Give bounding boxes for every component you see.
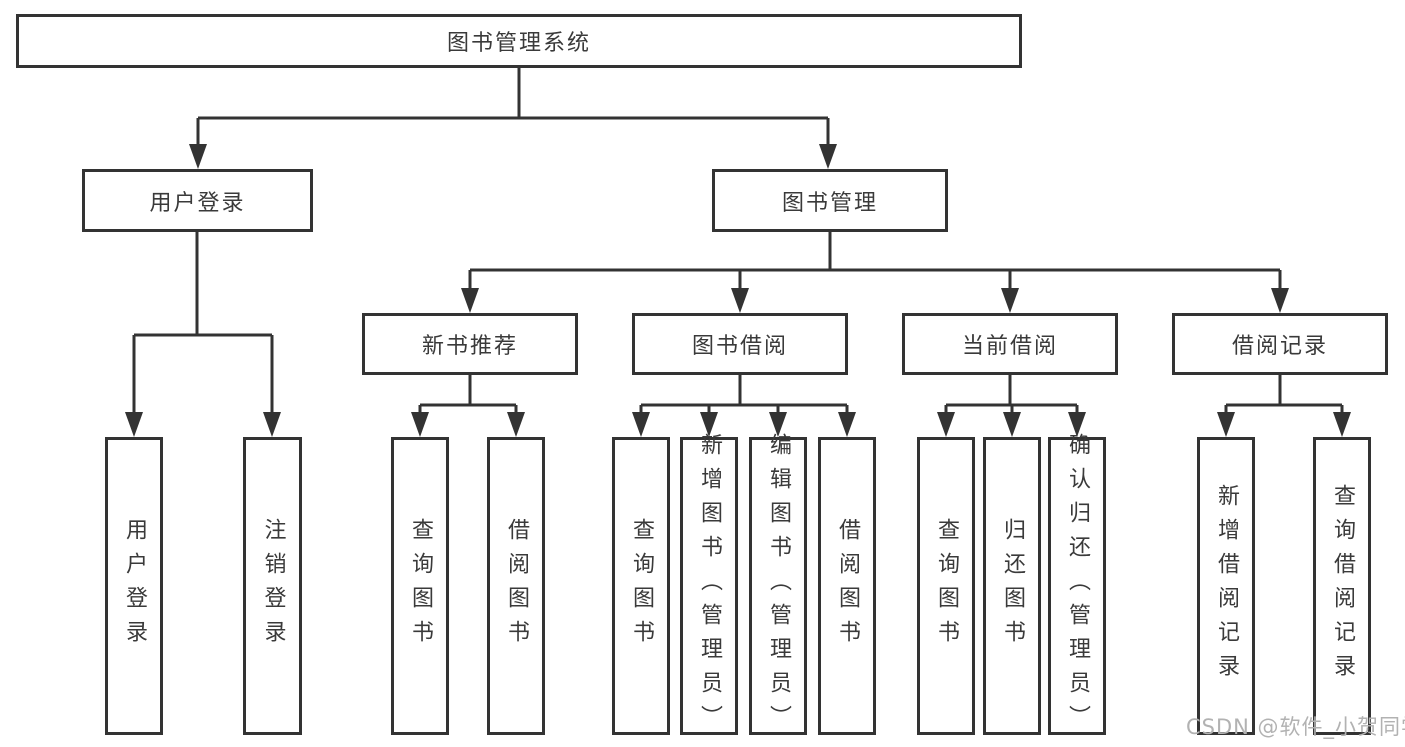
node-current-borrow-label: 当前借阅 [961, 334, 1058, 359]
leaf-borrow-books-2: 借阅图书 [818, 437, 876, 735]
node-book-borrow: 图书借阅 [632, 313, 848, 375]
leaf-edit-book-admin: 编辑图书（管理员） [749, 433, 807, 739]
leaf-query-borrow-record: 查询借阅记录 [1313, 437, 1371, 735]
leaf-confirm-return-admin: 确认归还（管理员） [1048, 433, 1106, 739]
leaf-query-books-2: 查询图书 [612, 437, 670, 735]
leaf-add-borrow-record: 新增借阅记录 [1197, 437, 1255, 735]
leaf-edit-book-admin-label: 编辑图书（管理员） [766, 433, 791, 739]
leaf-add-borrow-record-label: 新增借阅记录 [1214, 484, 1239, 688]
leaf-return-book-label: 归还图书 [1000, 518, 1025, 654]
node-book-management-label: 图书管理 [781, 190, 878, 216]
leaf-query-books-2-label: 查询图书 [629, 518, 654, 654]
node-root: 图书管理系统 [16, 14, 1022, 68]
node-user-login-label: 用户登录 [149, 190, 246, 216]
leaf-return-book: 归还图书 [983, 437, 1041, 735]
leaf-user-login: 用户登录 [105, 437, 163, 735]
leaf-add-book-admin: 新增图书（管理员） [680, 433, 738, 739]
leaf-add-book-admin-label: 新增图书（管理员） [697, 433, 722, 739]
leaf-query-books-1-label: 查询图书 [408, 518, 433, 654]
node-new-book-recommend-label: 新书推荐 [421, 334, 518, 359]
node-book-borrow-label: 图书借阅 [691, 334, 788, 359]
leaf-borrow-books-1-label: 借阅图书 [504, 518, 529, 654]
node-current-borrow: 当前借阅 [902, 313, 1118, 375]
node-borrow-records-label: 借阅记录 [1231, 334, 1328, 359]
leaf-confirm-return-admin-label: 确认归还（管理员） [1065, 433, 1090, 739]
node-new-book-recommend: 新书推荐 [362, 313, 578, 375]
node-root-label: 图书管理系统 [446, 31, 591, 56]
leaf-borrow-books-1: 借阅图书 [487, 437, 545, 735]
leaf-query-books-1: 查询图书 [391, 437, 449, 735]
watermark: CSDN @软件_小贺同学 [1186, 715, 1405, 739]
leaf-query-borrow-record-label: 查询借阅记录 [1330, 484, 1355, 688]
node-user-login: 用户登录 [82, 169, 313, 232]
leaf-borrow-books-2-label: 借阅图书 [835, 518, 860, 654]
node-book-management: 图书管理 [712, 169, 948, 232]
leaf-query-books-3-label: 查询图书 [934, 518, 959, 654]
node-borrow-records: 借阅记录 [1172, 313, 1388, 375]
leaf-logout-label: 注销登录 [260, 518, 286, 654]
leaf-query-books-3: 查询图书 [917, 437, 975, 735]
leaf-user-login-label: 用户登录 [122, 518, 147, 654]
leaf-logout: 注销登录 [243, 437, 302, 735]
